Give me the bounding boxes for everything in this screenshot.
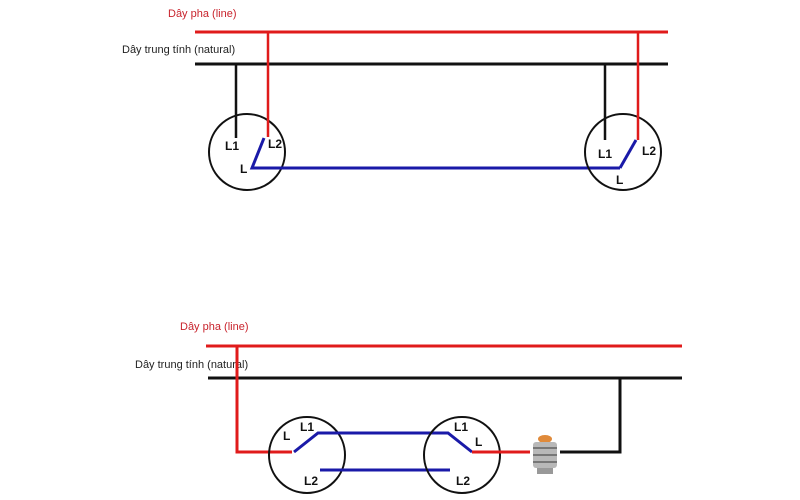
bottom-diagram: Dây pha (line) Dây trung tính (natural) … <box>135 321 682 494</box>
line-wire-label: Dây pha (line) <box>168 8 236 20</box>
terminal-l: L <box>240 162 247 176</box>
terminal-l2: L2 <box>304 474 318 488</box>
traveler-wire-1 <box>293 431 473 454</box>
terminal-l1: L1 <box>454 420 468 434</box>
terminal-l2: L2 <box>268 137 282 151</box>
terminal-l2: L2 <box>642 144 656 158</box>
line-drop-wire <box>235 346 292 454</box>
terminal-l2: L2 <box>456 474 470 488</box>
top-diagram: Dây pha (line) Dây trung tính (natural) … <box>122 8 668 191</box>
terminal-l: L <box>283 429 290 443</box>
right-switch: L1 L2 L <box>584 32 662 191</box>
line-wire-label: Dây pha (line) <box>180 321 248 333</box>
terminal-l1: L1 <box>225 139 239 153</box>
neutral-wire-label: Dây trung tính (natural) <box>122 44 235 56</box>
left-switch: L1 L2 L <box>208 32 620 191</box>
left-switch: L L1 L2 <box>268 416 346 494</box>
neutral-wire-label: Dây trung tính (natural) <box>135 359 248 371</box>
terminal-l1: L1 <box>598 147 612 161</box>
terminal-l: L <box>616 173 623 187</box>
terminal-l1: L1 <box>300 420 314 434</box>
light-bulb-socket-icon <box>533 435 557 474</box>
lamp-neutral-wire <box>560 378 622 454</box>
right-switch: L1 L L2 <box>423 416 501 494</box>
terminal-l: L <box>475 435 482 449</box>
